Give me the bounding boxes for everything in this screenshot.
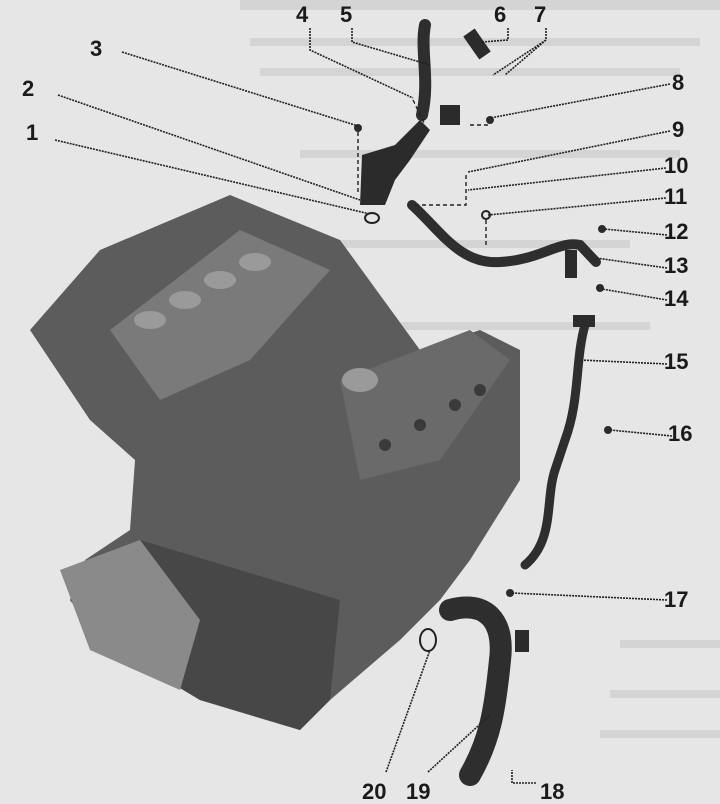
callout-13: 13	[664, 253, 688, 278]
callout-7: 7	[534, 2, 546, 27]
callout-2: 2	[22, 76, 34, 101]
parts	[354, 19, 612, 786]
callout-15: 15	[664, 349, 688, 374]
callout-6: 6	[494, 2, 506, 27]
callout-10: 10	[664, 153, 688, 178]
callout-8: 8	[672, 70, 684, 95]
callout-1: 1	[26, 120, 38, 145]
callout-11: 11	[664, 184, 687, 209]
callout-5: 5	[340, 2, 352, 27]
callout-9: 9	[672, 117, 684, 142]
callout-4: 4	[296, 2, 309, 27]
callout-18: 18	[540, 779, 564, 804]
callout-3: 3	[90, 36, 102, 61]
leader-lines	[54, 28, 673, 784]
callout-20: 20	[362, 779, 386, 804]
callout-14: 14	[664, 286, 689, 311]
callout-16: 16	[668, 421, 692, 446]
callout-labels: 1 2 3 4 5 6 7 8 9 10 11 12 13 14 15 16 1…	[22, 2, 692, 804]
engine-block	[30, 195, 520, 730]
callout-19: 19	[406, 779, 430, 804]
callout-12: 12	[664, 219, 688, 244]
callout-17: 17	[664, 587, 688, 612]
